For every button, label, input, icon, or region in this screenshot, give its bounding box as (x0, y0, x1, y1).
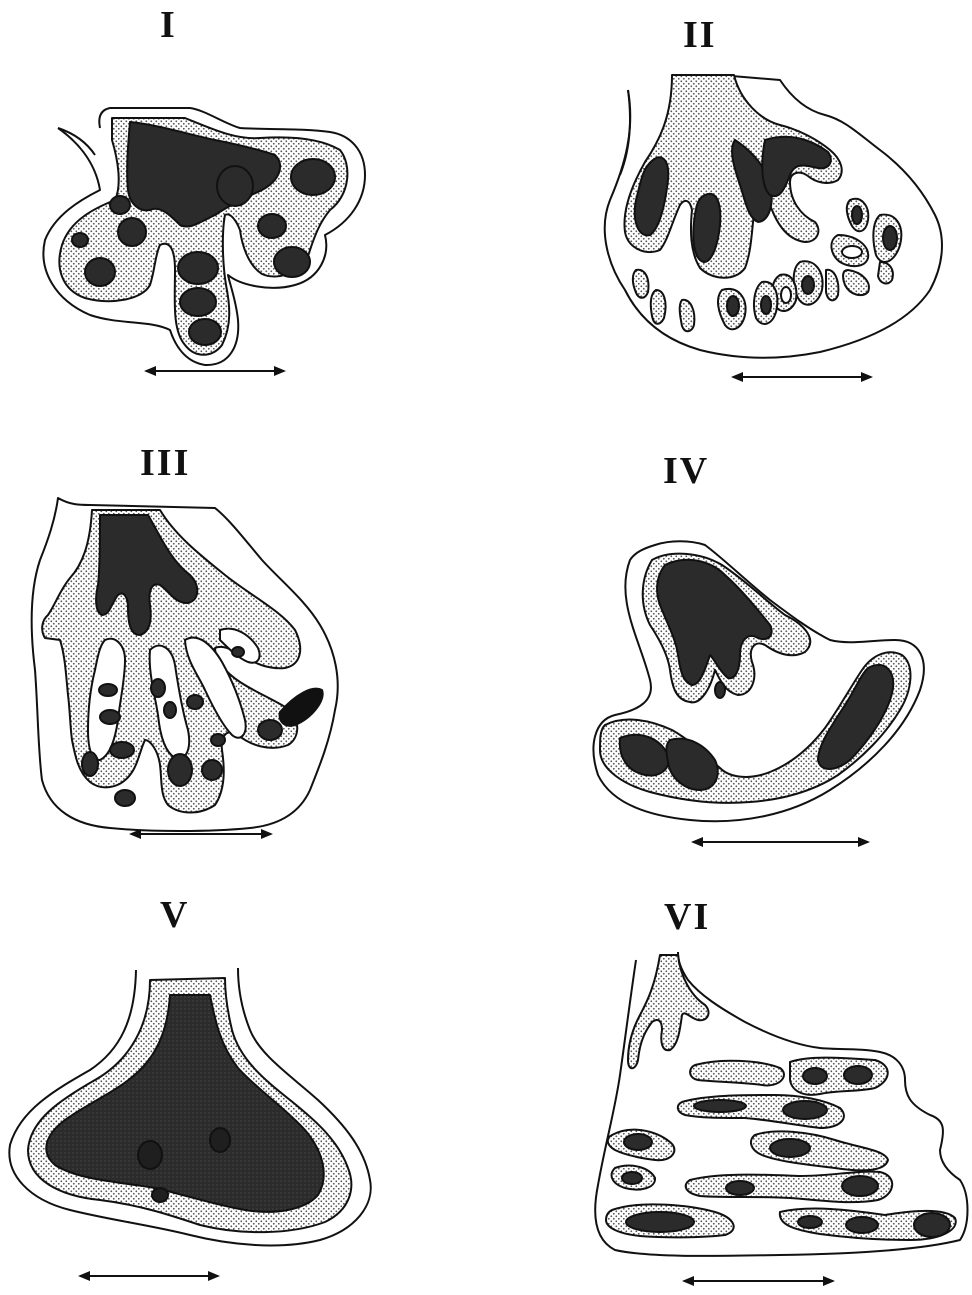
panel-v-diagram (9, 968, 370, 1245)
panel-iv-diagram (593, 541, 923, 821)
panel-vi-diagram (595, 952, 967, 1256)
panel-ii-diagram (605, 75, 942, 358)
panel-i-diagram (43, 108, 365, 365)
panel-iii-diagram (32, 498, 338, 831)
